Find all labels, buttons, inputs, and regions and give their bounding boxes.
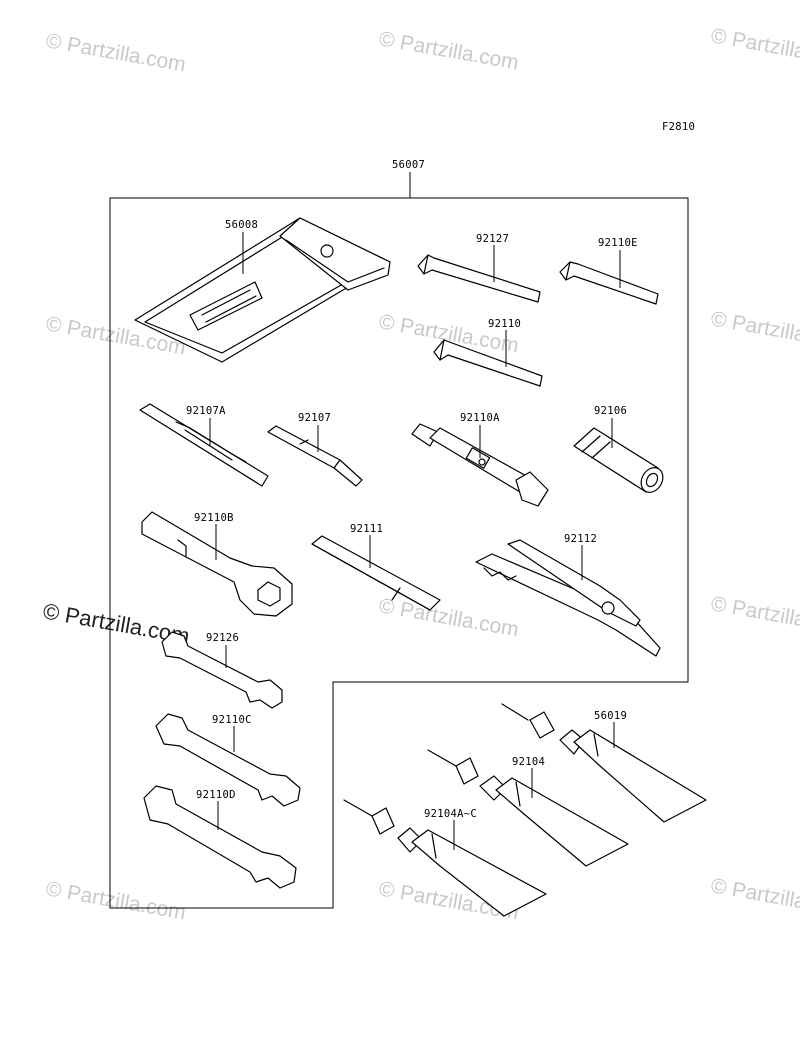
- watermark: © Partzilla.com: [44, 877, 187, 924]
- kit-frame: [109, 197, 689, 909]
- label-92104A-C: 92104A~C: [424, 808, 477, 820]
- watermark: © Partzilla.com: [709, 307, 800, 354]
- label-56008: 56008: [225, 219, 258, 231]
- label-92110D: 92110D: [196, 789, 236, 801]
- label-56007: 56007: [392, 159, 425, 171]
- screwdriver-bit-92107A: [139, 403, 269, 487]
- label-92110C: 92110C: [212, 714, 252, 726]
- handle-92106: [573, 427, 664, 493]
- watermark: © Partzilla.com: [377, 27, 520, 74]
- label-92110E: 92110E: [598, 237, 638, 249]
- open-wrench-92110C: [155, 713, 301, 807]
- box-spanner-92110A: [411, 423, 549, 507]
- watermark: © Partzilla.com: [709, 24, 800, 71]
- label-92110A: 92110A: [460, 412, 500, 424]
- hex-key-92127: [417, 254, 541, 303]
- label-92107: 92107: [298, 412, 331, 424]
- hex-key-92110E: [559, 261, 659, 305]
- watermark: © Partzilla.com: [709, 874, 800, 921]
- label-92110: 92110: [488, 318, 521, 330]
- figure-code: F2810: [662, 121, 695, 133]
- label-92127: 92127: [476, 233, 509, 245]
- grease-tube-92104A-C: [343, 799, 547, 917]
- ring-wrench-92110B: [141, 511, 293, 617]
- grease-tube-56019: [501, 703, 707, 823]
- grease-tube-92104: [427, 749, 629, 867]
- watermark: © Partzilla.com: [44, 29, 187, 76]
- bar-92111: [311, 535, 441, 611]
- label-92111: 92111: [350, 523, 383, 535]
- open-wrench-92110D: [143, 785, 297, 889]
- label-56019: 56019: [594, 710, 627, 722]
- label-92112: 92112: [564, 533, 597, 545]
- watermark: © Partzilla.com: [709, 592, 800, 639]
- screwdriver-bit-92107: [267, 425, 363, 487]
- hex-key-92110: [433, 339, 543, 387]
- label-92107A: 92107A: [186, 405, 226, 417]
- label-92106: 92106: [594, 405, 627, 417]
- watermark: © Partzilla.com: [377, 594, 520, 641]
- label-92104: 92104: [512, 756, 545, 768]
- open-wrench-92126: [161, 631, 283, 709]
- tool-pouch: [134, 217, 391, 363]
- label-92110B: 92110B: [194, 512, 234, 524]
- pliers-92112: [475, 539, 661, 657]
- label-92126: 92126: [206, 632, 239, 644]
